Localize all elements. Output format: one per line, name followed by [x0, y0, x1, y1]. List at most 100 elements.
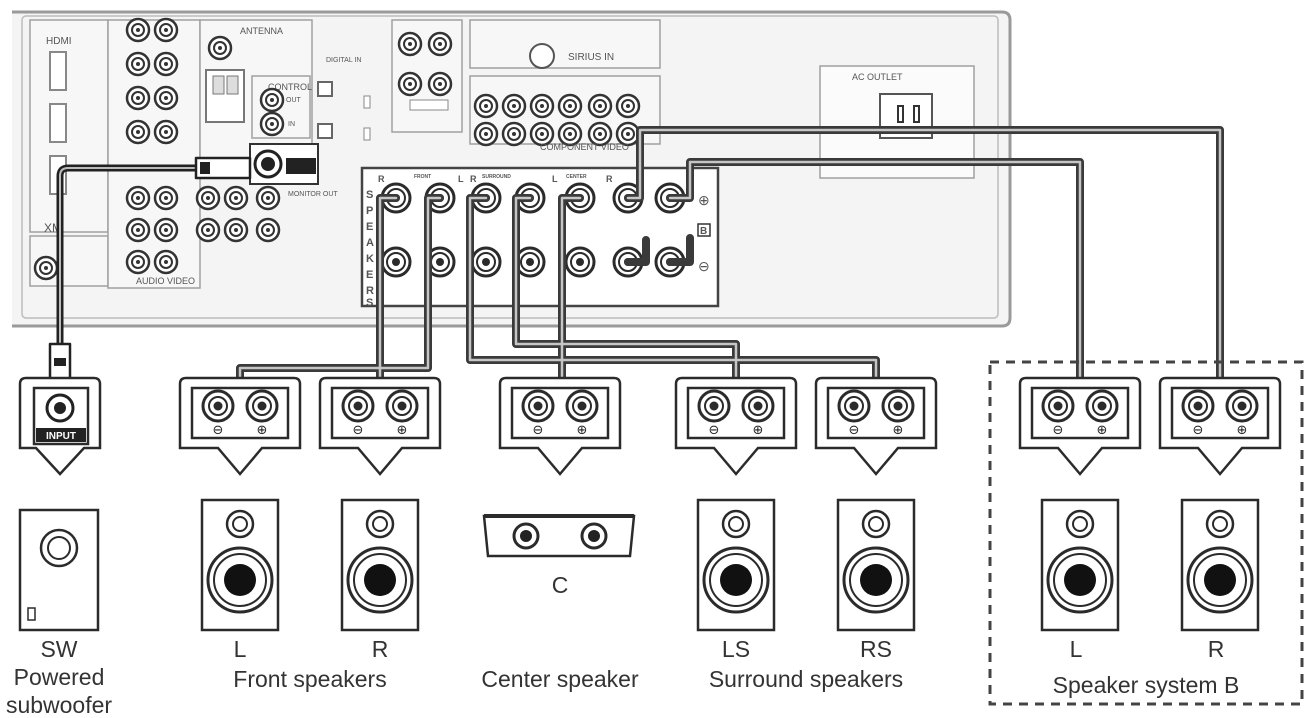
binding-post-icon: [201, 389, 235, 423]
terminal-mark-r3: R: [606, 174, 613, 184]
subwoofer-label-sw: SW: [40, 636, 78, 662]
woofer-cone-icon: [1186, 546, 1254, 614]
bookshelf-speaker: [1180, 498, 1260, 632]
speaker-terminal-pod: ⊖⊕: [1018, 376, 1142, 476]
digital-in-label: DIGITAL IN: [326, 57, 361, 64]
terminal-mark-l1: L: [458, 174, 464, 184]
control-out-label: OUT: [286, 97, 302, 104]
woofer-cone-icon: [346, 546, 414, 614]
tweeter-icon: [1065, 509, 1095, 539]
front-right-label: R: [371, 636, 389, 662]
center-speaker-cabinet: [482, 514, 636, 558]
tweeter-icon: [1205, 509, 1235, 539]
binding-post-icon: [565, 389, 599, 423]
speaker-terminal-pod: ⊖⊕: [814, 376, 938, 476]
front-left-label: L: [233, 636, 247, 662]
binding-post-icon: [341, 389, 375, 423]
binding-post-icon: [245, 389, 279, 423]
terminal-surround-label: SURROUND: [482, 174, 511, 180]
subwoofer-preout-jack: [253, 149, 283, 179]
binding-post-icon: [1225, 389, 1259, 423]
component-video-label: COMPONENT VIDEO: [540, 142, 629, 152]
binding-post-icon: [1085, 389, 1119, 423]
speaker-system-b-label: Speaker system B: [1052, 672, 1240, 698]
subwoofer-input-pod: INPUT: [18, 376, 102, 476]
minus-symbol-icon: ⊖: [213, 423, 224, 438]
minus-symbol-icon: ⊖: [1193, 423, 1204, 438]
plus-symbol-icon: ⊕: [397, 423, 408, 438]
binding-post-icon: [1041, 389, 1075, 423]
plus-symbol-icon: ⊕: [698, 192, 710, 208]
subwoofer-cabinet: [18, 508, 100, 632]
subwoofer-label-powered: Powered: [13, 664, 105, 690]
bookshelf-speaker: [340, 498, 420, 632]
front-speakers-label: Front speakers: [233, 666, 387, 692]
speaker-terminal-pods: ⊖⊕⊖⊕⊖⊕⊖⊕⊖⊕⊖⊕⊖⊕: [178, 376, 1282, 476]
terminal-mark-l2: L: [552, 174, 558, 184]
binding-post-icon: [697, 389, 731, 423]
minus-symbol-icon: ⊖: [533, 423, 544, 438]
speaker-terminal-pod: ⊖⊕: [1158, 376, 1282, 476]
system-b-left-label: L: [1069, 636, 1083, 662]
control-in-label: IN: [288, 121, 295, 128]
receiver-rear-panel: HDMI XM AUDIO VIDEO ANTENNA CONTROL OUT …: [12, 10, 1012, 328]
plus-symbol-icon: ⊕: [257, 423, 268, 438]
hdmi-label: HDMI: [46, 36, 72, 47]
plus-symbol-icon: ⊕: [753, 423, 764, 438]
terminal-front-label: FRONT: [414, 174, 431, 180]
plus-symbol-icon: ⊕: [1097, 423, 1108, 438]
woofer-cone-icon: [702, 546, 770, 614]
tweeter-icon: [225, 509, 255, 539]
binding-post-icon: [385, 389, 419, 423]
binding-post-icon: [881, 389, 915, 423]
surround-left-label: LS: [721, 636, 751, 662]
rca-jack-icon: [45, 393, 75, 423]
audio-video-label: AUDIO VIDEO: [136, 276, 195, 286]
speaker-terminal-pod: ⊖⊕: [318, 376, 442, 476]
speaker-terminal-pod: ⊖⊕: [674, 376, 798, 476]
binding-post-icon: [521, 389, 555, 423]
plus-symbol-icon: ⊕: [893, 423, 904, 438]
plus-symbol-icon: ⊕: [1237, 423, 1248, 438]
center-speaker-label: Center speaker: [481, 666, 639, 692]
system-b-right-label: R: [1207, 636, 1225, 662]
surround-right-label: RS: [860, 636, 892, 662]
bookshelf-speaker: [696, 498, 776, 632]
binding-post-icon: [1181, 389, 1215, 423]
woofer-cone-icon: [842, 546, 910, 614]
speaker-terminal-pod: ⊖⊕: [178, 376, 302, 476]
minus-symbol-icon: ⊖: [709, 423, 720, 438]
control-label: CONTROL: [268, 82, 312, 92]
speaker-terminal-pod: ⊖⊕: [498, 376, 622, 476]
woofer-cone-icon: [1046, 546, 1114, 614]
minus-symbol-icon: ⊖: [698, 258, 710, 274]
minus-symbol-icon: ⊖: [849, 423, 860, 438]
bookshelf-speaker: [200, 498, 280, 632]
minus-symbol-icon: ⊖: [1053, 423, 1064, 438]
woofer-cone-icon: [206, 546, 274, 614]
center-c-label: C: [551, 572, 569, 598]
minus-symbol-icon: ⊖: [353, 423, 364, 438]
monitor-out-label: MONITOR OUT: [288, 191, 338, 198]
bookshelf-speaker: [836, 498, 916, 632]
sirius-in-label: SIRIUS IN: [568, 52, 614, 63]
tweeter-icon: [861, 509, 891, 539]
binding-post-icon: [837, 389, 871, 423]
ac-outlet-label: AC OUTLET: [852, 72, 903, 82]
tweeter-icon: [721, 509, 751, 539]
antenna-label: ANTENNA: [240, 26, 283, 36]
bookshelf-speakers: [200, 498, 1260, 632]
terminal-center-label: CENTER: [566, 174, 587, 180]
speaker-wires: [48, 126, 1224, 408]
terminal-mark-r2: R: [470, 174, 477, 184]
terminal-mark-r1: R: [378, 174, 385, 184]
binding-post-icon: [741, 389, 775, 423]
speaker-b-mark: B: [700, 226, 707, 237]
subwoofer-input-label: INPUT: [46, 431, 76, 442]
speaker-system-b-frame: [988, 360, 1304, 706]
surround-speakers-label: Surround speakers: [708, 666, 904, 692]
tweeter-icon: [365, 509, 395, 539]
